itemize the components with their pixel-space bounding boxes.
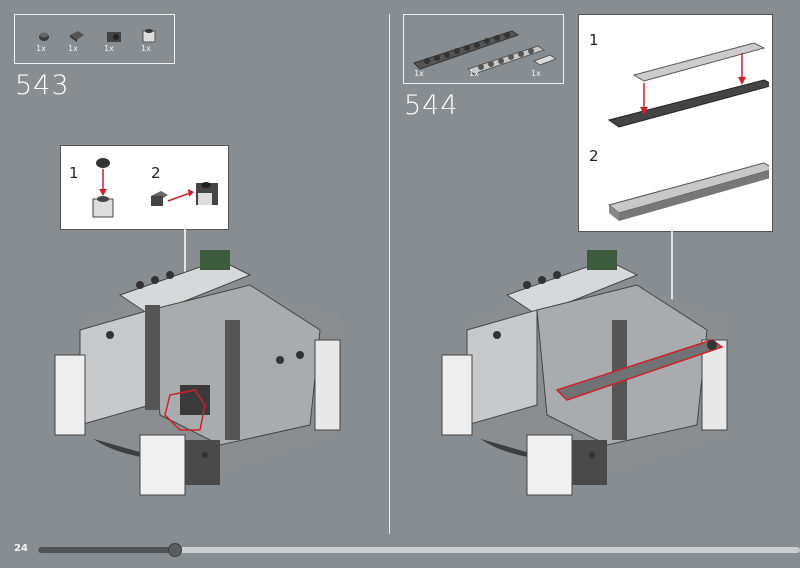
substep-2-illustration	[151, 182, 218, 206]
substep-2: 2	[151, 164, 161, 182]
part-qty: 1x	[469, 69, 479, 78]
brick-icon	[142, 29, 156, 43]
part-qty: 1x	[414, 69, 424, 78]
substep-1-illustration	[92, 158, 114, 218]
substep-2-illustration	[607, 162, 769, 221]
step-number-544: 544	[404, 90, 459, 121]
model-illustration-543	[54, 250, 341, 496]
part-qty: 1x	[141, 44, 151, 53]
substep-1: 1	[589, 31, 599, 49]
substep-1: 1	[69, 164, 79, 182]
bracket-icon	[107, 32, 121, 42]
part-qty: 1x	[68, 44, 78, 53]
model-illustration-544	[441, 250, 728, 496]
part-qty: 1x	[36, 44, 46, 53]
callout-543: 1 2	[60, 145, 229, 230]
round-plate-icon	[39, 32, 49, 41]
part-qty: 1x	[531, 69, 541, 78]
light-plate-icon	[466, 45, 546, 75]
progress-fill	[38, 547, 176, 553]
parts-list-543: 1x 1x 1x 1x	[14, 14, 175, 64]
step-divider	[389, 14, 390, 534]
parts-list-544: 1x 1x 1x	[403, 14, 564, 84]
substep-2: 2	[589, 147, 599, 165]
tile-icon	[532, 54, 558, 66]
tile-icon	[70, 31, 84, 42]
callout-544: 1 2	[578, 14, 773, 232]
step-number-543: 543	[15, 70, 70, 101]
dark-plate-icon	[413, 30, 520, 70]
part-qty: 1x	[104, 44, 114, 53]
substep-1-illustration	[607, 42, 769, 128]
page-number: 24	[14, 543, 28, 554]
progress-bar[interactable]	[38, 543, 800, 557]
progress-handle[interactable]	[168, 543, 183, 557]
